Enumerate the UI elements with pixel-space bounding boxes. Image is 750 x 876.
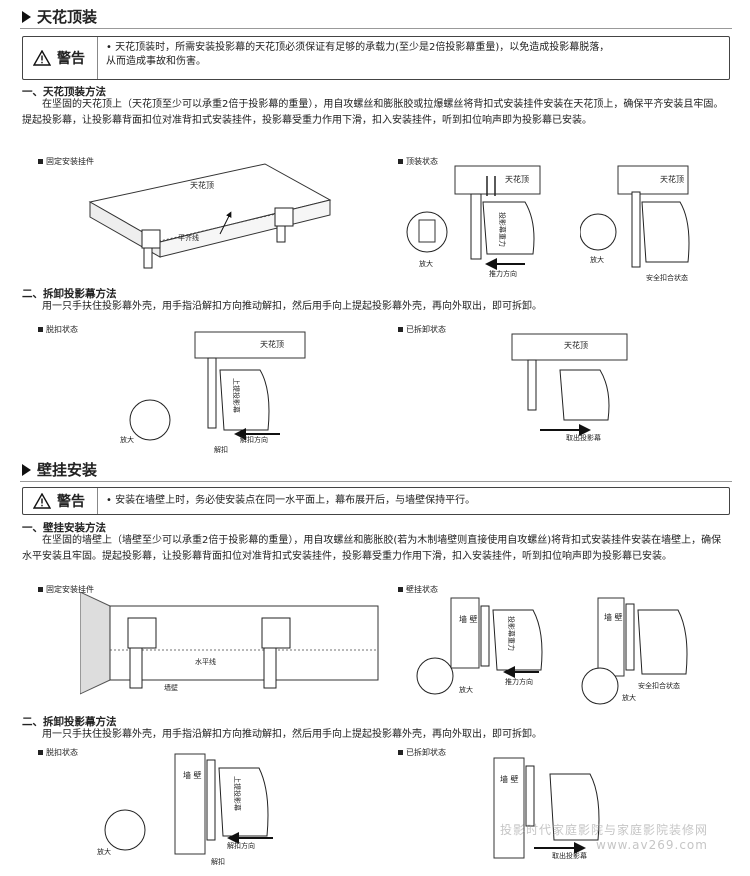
- svg-text:天花顶: 天花顶: [260, 339, 284, 349]
- svg-text:解扣: 解扣: [211, 857, 225, 866]
- caption-unlock-state: 脱扣状态: [38, 747, 78, 758]
- caption-removed-state: 已拆卸状态: [398, 747, 446, 758]
- level-line-label: 平齐线: [178, 233, 199, 242]
- install-heading: 一、天花顶装方法: [22, 86, 106, 98]
- svg-text:上提投影幕: 上提投影幕: [233, 776, 242, 811]
- svg-text:天花顶: 天花顶: [660, 174, 684, 184]
- wall-state-figure-a: 墙 壁 投影幕重力 放大 推力方向: [416, 597, 543, 695]
- remove-paragraph: 用一只手扶住投影幕外壳，用手指沿解扣方向推动解扣，然后用手向上提起投影幕外壳，再…: [42, 729, 542, 740]
- ceiling-state-figure-b: 天花顶 放大 安全扣合状态: [580, 165, 690, 282]
- caption-wall-state: 壁挂状态: [398, 584, 438, 595]
- divider: [20, 28, 732, 29]
- ceiling-removed-figure: 天花顶 取出投影幕: [511, 333, 628, 442]
- svg-text:放大: 放大: [459, 685, 473, 694]
- svg-text:推力方向: 推力方向: [489, 269, 517, 278]
- divider: [20, 481, 732, 482]
- warning-box-ceiling: 警告 • 天花顶装时，所需安装投影幕的天花顶必须保证有足够的承载力(至少是2倍投…: [22, 36, 730, 80]
- svg-text:安全扣合状态: 安全扣合状态: [638, 681, 680, 690]
- install-paragraph: 在坚固的天花顶上（天花顶至少可以承重2倍于投影幕的重量），用自攻螺丝和膨胀胶或拉…: [22, 99, 724, 126]
- wall-state-figure-b: 墙 壁 放大 安全扣合状态: [581, 597, 688, 705]
- svg-text:墙 壁: 墙 壁: [459, 614, 478, 624]
- remove-paragraph: 用一只手扶住投影幕外壳，用手指沿解扣方向推动解扣，然后用手向上提起投影幕外壳，再…: [42, 301, 542, 312]
- svg-text:墙 壁: 墙 壁: [183, 770, 202, 780]
- section-title-ceiling: 天花顶装: [22, 6, 97, 27]
- svg-text:取出投影幕: 取出投影幕: [566, 433, 601, 442]
- svg-text:墙壁: 墙壁: [164, 683, 178, 692]
- svg-text:解扣方向: 解扣方向: [240, 435, 268, 444]
- warning-label: 警告: [23, 37, 98, 79]
- ceiling-label: 天花顶: [190, 180, 214, 190]
- svg-text:解扣方向: 解扣方向: [227, 841, 255, 850]
- section-title-wall: 壁挂安装: [22, 459, 97, 480]
- triangle-bullet-icon: [22, 10, 31, 23]
- svg-text:墙 壁: 墙 壁: [500, 774, 519, 784]
- svg-text:天花顶: 天花顶: [505, 174, 529, 184]
- watermark-line1: 投影时代家庭影院与家庭影院装修网: [500, 823, 709, 837]
- svg-text:水平线: 水平线: [195, 657, 216, 666]
- caption-fix-bracket: 固定安装挂件: [38, 584, 94, 595]
- svg-text:放大: 放大: [590, 255, 604, 264]
- ceiling-unlock-figure: 天花顶 上提投影幕 放大 解扣方向 解扣: [120, 331, 306, 454]
- remove-heading: 二、拆卸投影幕方法: [22, 716, 117, 728]
- svg-text:放大: 放大: [120, 435, 134, 444]
- svg-text:天花顶: 天花顶: [564, 340, 588, 350]
- install-heading: 一、壁挂安装方法: [22, 522, 106, 534]
- svg-text:投影幕重力: 投影幕重力: [498, 212, 507, 247]
- svg-text:安全扣合状态: 安全扣合状态: [646, 273, 688, 282]
- caption-unlock-state: 脱扣状态: [38, 324, 78, 335]
- caption-fix-bracket: 固定安装挂件: [38, 156, 94, 167]
- wall-unlock-figure: 墙 壁 上提投影幕 放大 解扣方向 解扣: [97, 753, 273, 866]
- warning-label: 警告: [23, 488, 98, 514]
- svg-text:取出投影幕: 取出投影幕: [552, 851, 587, 860]
- svg-text:上提投影幕: 上提投影幕: [232, 378, 241, 413]
- remove-heading: 二、拆卸投影幕方法: [22, 288, 117, 300]
- warning-triangle-icon: [33, 50, 51, 66]
- install-paragraph: 在坚固的墙壁上（墙壁至少可以承重2倍于投影幕的重量），用自攻螺丝和膨胀胶(若为木…: [22, 535, 722, 562]
- ceiling-state-figure-a: 天花顶 投影幕重力 放大 推力方向: [406, 165, 541, 278]
- svg-text:推力方向: 推力方向: [505, 677, 533, 686]
- triangle-bullet-icon: [22, 463, 31, 476]
- watermark-line2: www.av269.com: [596, 838, 708, 852]
- svg-text:投影幕重力: 投影幕重力: [507, 616, 516, 651]
- warning-box-wall: 警告 • 安装在墙壁上时，务必使安装点在同一水平面上，幕布展开后，与墙壁保持平行…: [22, 487, 730, 515]
- svg-text:放大: 放大: [622, 693, 636, 702]
- caption-ceiling-state: 顶装状态: [398, 156, 438, 167]
- svg-text:放大: 放大: [419, 259, 433, 268]
- warning-text: • 安装在墙壁上时，务必使安装点在同一水平面上，幕布展开后，与墙壁保持平行。: [106, 495, 476, 506]
- warning-triangle-icon: [33, 493, 51, 509]
- svg-text:墙 壁: 墙 壁: [604, 612, 623, 622]
- caption-removed-state: 已拆卸状态: [398, 324, 446, 335]
- ceiling-bracket-figure: 天花顶 平齐线: [88, 163, 332, 269]
- wall-removed-figure: 墙 壁 取出投影幕: [493, 757, 600, 860]
- svg-text:放大: 放大: [97, 847, 111, 856]
- warning-text: • 天花顶装时，所需安装投影幕的天花顶必须保证有足够的承载力(至少是2倍投影幕重…: [106, 42, 610, 67]
- svg-text:解扣: 解扣: [214, 445, 228, 454]
- wall-bracket-figure: 水平线 墙壁: [80, 592, 379, 695]
